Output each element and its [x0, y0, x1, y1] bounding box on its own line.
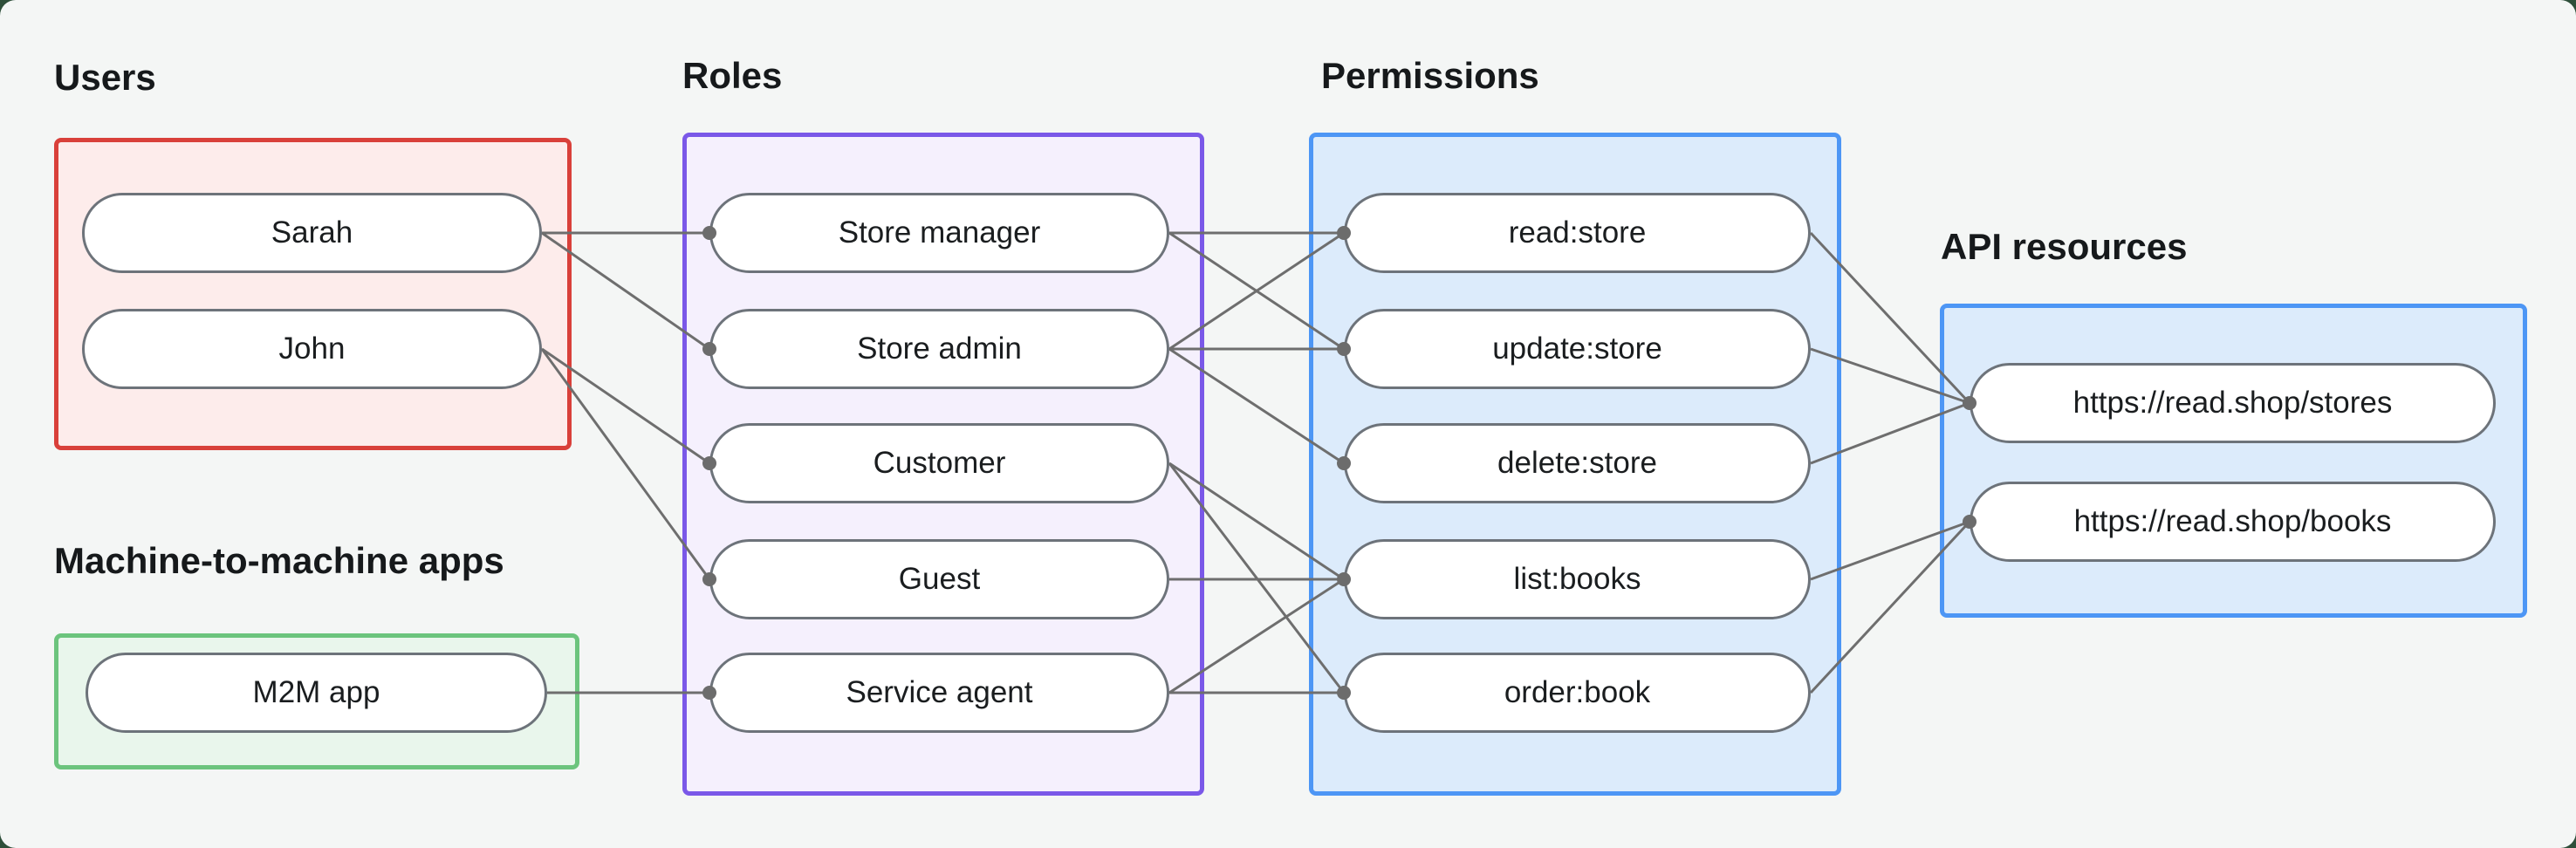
- node-customer: Customer: [709, 423, 1169, 503]
- edge-store-admin-to-delete-store: [1168, 347, 1345, 465]
- connection-dot-guest: [702, 572, 716, 586]
- node-john: John: [82, 309, 542, 389]
- node-store-admin: Store admin: [709, 309, 1169, 389]
- machine-to-machine-group-label: Machine-to-machine apps: [54, 540, 504, 581]
- node-api-stores: https://read.shop/stores: [1970, 363, 2496, 443]
- node-store-manager: Store manager: [709, 193, 1169, 273]
- edge-store-admin-to-read-store: [1168, 231, 1345, 351]
- api-resources-group-label: API resources: [1941, 226, 2188, 267]
- roles-group-label: Roles: [682, 55, 783, 96]
- edge-customer-to-list-books: [1168, 462, 1345, 581]
- node-read-store: read:store: [1344, 193, 1811, 273]
- connection-dot-order-book: [1337, 686, 1351, 700]
- node-api-books: https://read.shop/books: [1970, 482, 2496, 562]
- edge-john-to-guest: [540, 348, 711, 580]
- users-group-label: Users: [54, 57, 156, 98]
- node-update-store: update:store: [1344, 309, 1811, 389]
- node-sarah: Sarah: [82, 193, 542, 273]
- edge-sarah-to-store-admin: [541, 231, 710, 351]
- edge-order-book-to-api-books: [1809, 520, 1971, 694]
- connection-dot-store-manager: [702, 226, 716, 240]
- connection-dot-read-store: [1337, 226, 1351, 240]
- node-order-book: order:book: [1344, 653, 1811, 733]
- connection-dot-update-store: [1337, 342, 1351, 356]
- edge-update-store-to-api-stores: [1810, 347, 1970, 405]
- node-guest: Guest: [709, 539, 1169, 619]
- edge-john-to-customer: [541, 347, 710, 465]
- connection-dot-store-admin: [702, 342, 716, 356]
- node-list-books: list:books: [1344, 539, 1811, 619]
- connection-dot-service-agent: [702, 686, 716, 700]
- node-delete-store: delete:store: [1344, 423, 1811, 503]
- edge-service-agent-to-list-books: [1168, 578, 1345, 694]
- edge-read-store-to-api-stores: [1809, 231, 1971, 405]
- connection-dot-api-stores: [1963, 396, 1977, 410]
- connection-dot-delete-store: [1337, 456, 1351, 470]
- group-box-api-box: [1940, 304, 2527, 618]
- node-service-agent: Service agent: [709, 653, 1169, 733]
- connection-dot-customer: [702, 456, 716, 470]
- edge-list-books-to-api-books: [1810, 520, 1970, 581]
- connection-dot-list-books: [1337, 572, 1351, 586]
- node-m2m-app: M2M app: [86, 653, 547, 733]
- group-box-users-box: [54, 138, 572, 450]
- connection-dot-api-books: [1963, 515, 1977, 529]
- edge-delete-store-to-api-stores: [1810, 401, 1970, 465]
- permissions-group-label: Permissions: [1321, 55, 1539, 96]
